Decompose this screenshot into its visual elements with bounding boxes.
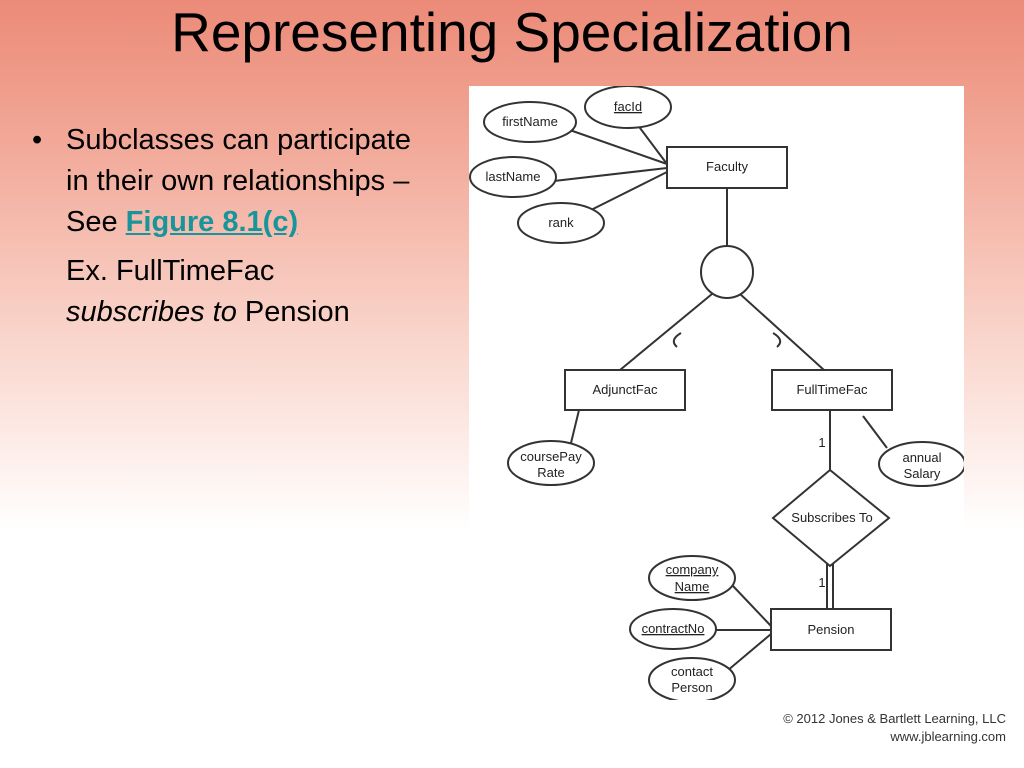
specialization-circle [700, 245, 754, 299]
attr-annualsalary-line1: annual [902, 450, 941, 465]
attr-rank-ellipse [517, 202, 605, 244]
bullet-text: Subclasses can participate in their own … [66, 120, 427, 243]
example-text: Ex. FullTimeFac subscribes to Pension [66, 251, 427, 333]
relationship-diamond [771, 468, 891, 568]
subset-mark-left [672, 332, 682, 348]
entity-fulltime-box [771, 369, 893, 411]
attr-lastname-ellipse [469, 156, 557, 198]
attr-companyname-line2: Name [675, 579, 710, 594]
connector-lines [553, 123, 888, 672]
attr-contractno-ellipse [629, 608, 717, 650]
website-text: www.jblearning.com [890, 729, 1006, 744]
attr-rank: rank [548, 215, 574, 230]
entity-pension: Pension [808, 622, 855, 637]
slide-title: Representing Specialization [171, 1, 853, 63]
entity-pension-box [770, 608, 892, 651]
attr-coursepay-line2: Rate [537, 465, 564, 480]
attr-facid-ellipse [584, 85, 672, 129]
figure-link[interactable]: Figure 8.1(c) [125, 206, 299, 238]
attr-annualsalary-line2: Salary [904, 466, 941, 481]
entity-faculty: Faculty [706, 159, 748, 174]
attr-facid: facId [614, 99, 642, 114]
copyright-notice: © 2012 Jones & Bartlett Learning, LLC ww… [783, 710, 1006, 746]
relationship-label: Subscribes To [791, 510, 872, 525]
attr-firstname: firstName [502, 114, 558, 129]
attr-companyname-ellipse [648, 555, 736, 601]
bullet-list: • Subclasses can participate in their ow… [32, 120, 427, 333]
bullet-text-main: Subclasses can participate in their own … [66, 124, 411, 238]
attr-lastname: lastName [486, 169, 541, 184]
er-diagram: Faculty AdjunctFac FullTimeFac Pension S… [469, 85, 966, 703]
example-prefix: Ex. FullTimeFac [66, 255, 275, 287]
attr-companyname-line1: company [666, 562, 719, 577]
entity-faculty-box [666, 146, 788, 189]
bullet-item: • Subclasses can participate in their ow… [32, 120, 427, 243]
entity-adjunct-box [564, 369, 686, 411]
attr-contactperson-line2: Person [671, 680, 712, 695]
attr-contactperson-line1: contact [671, 664, 713, 679]
cardinality-top: 1 [818, 435, 825, 450]
attr-coursepay-line1: coursePay [520, 449, 582, 464]
attr-coursepay-ellipse [507, 440, 595, 486]
bullet-dot: • [32, 124, 43, 156]
attr-firstname-ellipse [483, 101, 577, 143]
entity-fulltimefac: FullTimeFac [796, 382, 868, 397]
attr-contractno: contractNo [642, 621, 705, 636]
cardinality-bottom: 1 [818, 575, 825, 590]
example-suffix: Pension [236, 296, 350, 328]
copyright-text: © 2012 Jones & Bartlett Learning, LLC [783, 711, 1006, 726]
er-diagram-svg: Faculty AdjunctFac FullTimeFac Pension S… [469, 85, 966, 703]
subset-mark-right [772, 332, 782, 348]
example-verb: subscribes to [66, 296, 237, 328]
entity-adjunctfac: AdjunctFac [592, 382, 658, 397]
